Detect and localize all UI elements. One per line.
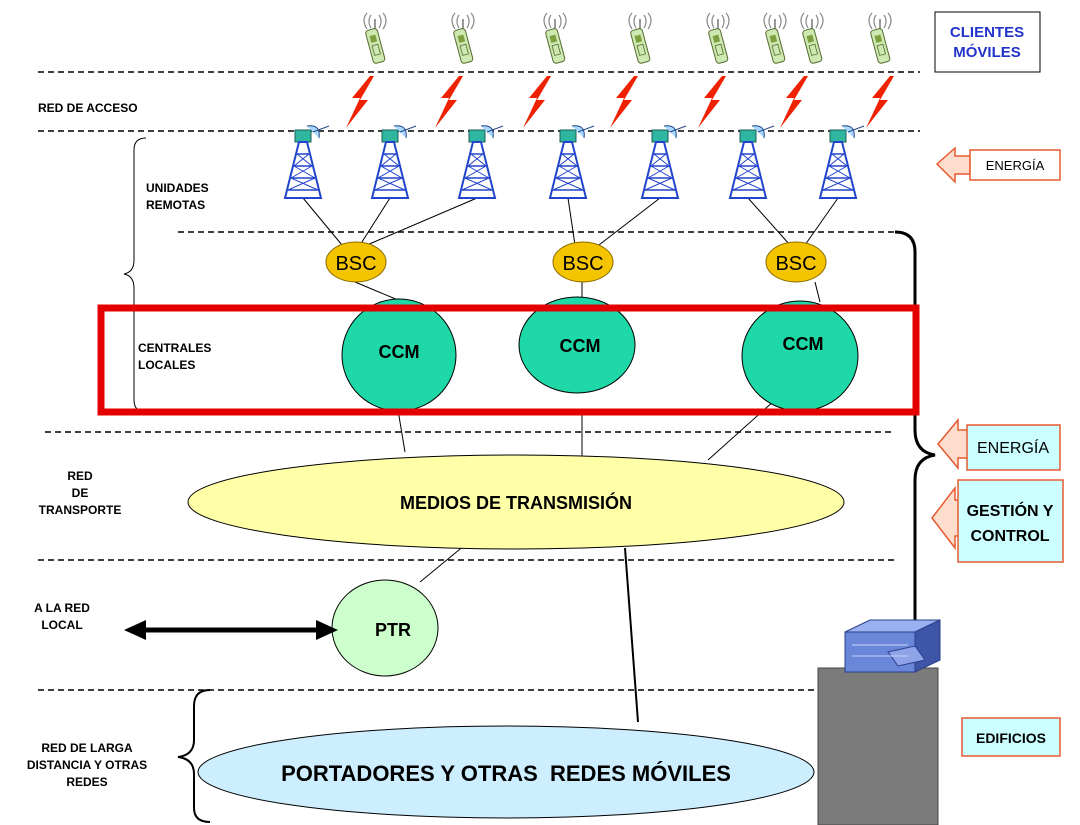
energia-box-mid [966,424,1061,471]
label-a-la-red: A LA RED [34,601,90,615]
cell-tower-icon [819,124,865,199]
label-locales: LOCALES [138,358,195,372]
transmission-ellipse [187,454,845,550]
label-unidades: UNIDADES [146,181,209,195]
cell-tower-icon [371,124,417,199]
cell-tower-icon [549,124,595,199]
clientes-label-1: CLIENTES [950,24,1024,41]
mobile-phone-icon [628,12,652,65]
mobile-phone-icon [763,12,787,65]
mobile-phone-icon [543,12,567,65]
mobile-clients [363,12,892,65]
lightning-icon [523,76,551,128]
label-centrales: CENTRALES [138,341,211,355]
bsc-label: BSC [775,253,816,275]
bsc-label: BSC [562,253,603,275]
ccm-label: CCM [783,334,824,354]
energia-arrow-icon [935,146,971,184]
bsc-ccm-links [354,281,821,303]
brace-larga-distancia [177,689,211,823]
label-red-larga: RED DE LARGA [41,741,133,755]
lightning-icon [435,76,463,128]
bsc-label: BSC [335,253,376,275]
mobile-phone-icon [451,12,475,65]
ptr-label: PTR [375,620,411,640]
edificios-label: EDIFICIOS [976,730,1046,746]
centrales-highlight [97,304,920,416]
energia-label-top: ENERGÍA [986,158,1045,173]
gestion-label-1: GESTIÓN Y [967,501,1054,520]
clientes-label-2: MÓVILES [953,43,1021,61]
red-local-arrow [124,620,338,640]
lightning-icon [780,76,808,128]
label-red-acceso: RED DE ACCESO [38,101,138,115]
portadores-label: PORTADORES Y OTRAS REDES MÓVILES [281,761,731,786]
bsc-node [552,241,614,283]
energia-box-top [969,149,1061,181]
lightning-icon [698,76,726,128]
gestion-box [957,479,1064,563]
bsc-node [765,241,827,283]
radio-links [346,76,894,128]
label-transporte: TRANSPORTE [39,503,122,517]
tower-bsc-links [302,197,839,249]
gestion-label-2: CONTROL [970,528,1049,545]
lightning-icon [866,76,894,128]
lightning-icon [610,76,638,128]
lightning-icon [346,76,374,128]
energia-arrow-icon [937,417,969,471]
edificios-box [961,717,1061,757]
mobile-phone-icon [800,12,824,65]
ccm-node [518,296,636,394]
label-distancia: DISTANCIA Y OTRAS [27,758,147,772]
ccm-nodes: CCM CCM CCM [341,296,859,412]
energia-label-mid: ENERGÍA [977,438,1049,457]
remote-units [284,124,865,199]
label-redes: REDES [66,775,107,789]
label-red: RED [67,469,93,483]
transmission-label: MEDIOS DE TRANSMISIÓN [400,492,632,513]
ccm-label: CCM [379,342,420,362]
label-remotas: REMOTAS [146,198,205,212]
label-de: DE [72,486,89,500]
ccm-node [741,300,859,412]
cell-tower-icon [284,124,330,199]
clientes-box [934,11,1041,73]
bsc-node [325,241,387,283]
mobile-phone-icon [706,12,730,65]
cell-tower-icon [641,124,687,199]
building-icon [817,619,941,825]
mobile-phone-icon [868,12,892,65]
cell-tower-icon [729,124,775,199]
brace-right [881,230,936,684]
mobile-phone-icon [363,12,387,65]
cell-tower-icon [458,124,504,199]
ccm-label: CCM [560,336,601,356]
bsc-nodes: BSC BSC BSC [325,241,827,283]
label-local: LOCAL [41,618,82,632]
brace-access-centrales [123,137,147,413]
transmission-portadores-link [624,547,639,723]
portadores-ellipse [197,725,815,819]
